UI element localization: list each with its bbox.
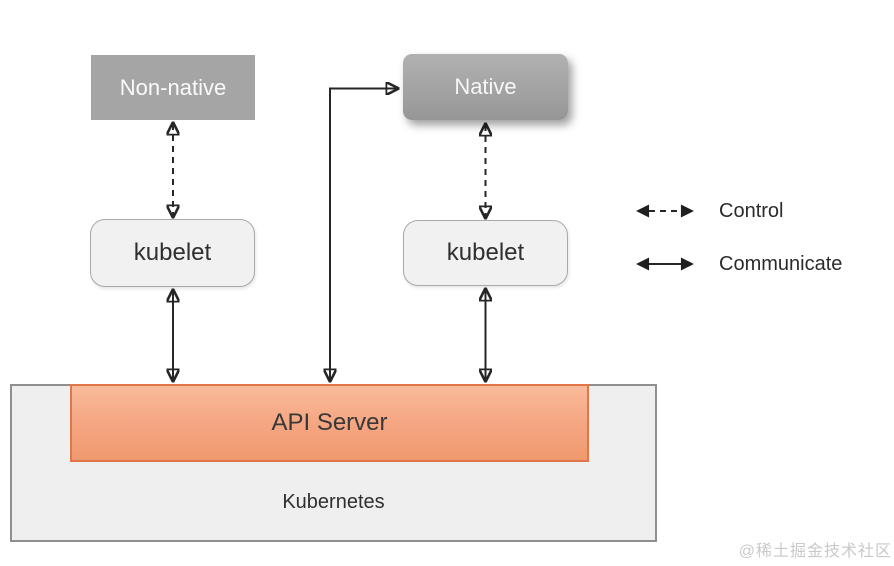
edge-communicate-apiserver-native-elbow bbox=[330, 89, 397, 381]
legend-item-communicate: Communicate bbox=[628, 251, 842, 277]
legend-label-communicate: Communicate bbox=[719, 252, 843, 275]
control-arrow-icon bbox=[636, 204, 694, 218]
watermark-text: @稀土掘金技术社区 bbox=[738, 543, 892, 560]
kubelet-left-node: kubelet bbox=[90, 219, 255, 287]
non-native-node: Non-native bbox=[91, 55, 255, 120]
api-server-node: API Server bbox=[70, 384, 589, 462]
legend-item-control: Control bbox=[628, 198, 783, 224]
legend-label-control: Control bbox=[719, 199, 784, 222]
native-node: Native bbox=[403, 54, 568, 120]
kubernetes-label: Kubernetes bbox=[282, 491, 385, 513]
communicate-arrow-icon bbox=[636, 257, 694, 271]
kubernetes-container: API Server Kubernetes bbox=[10, 384, 657, 542]
kubelet-right-node: kubelet bbox=[403, 220, 568, 286]
